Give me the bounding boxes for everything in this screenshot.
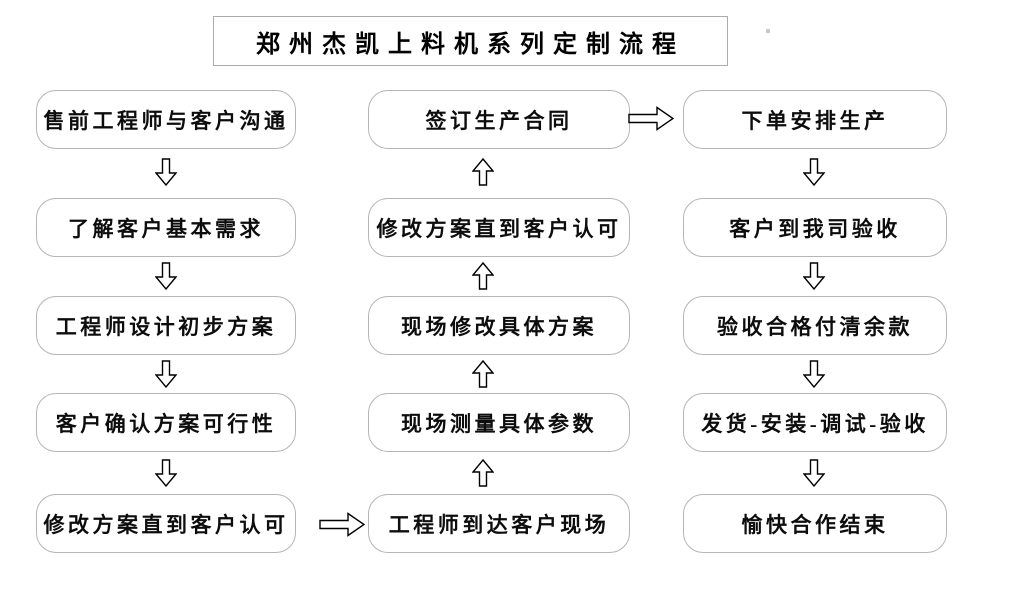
up-arrow-icon (471, 157, 495, 186)
step-middle-2: 修改方案直到客户认可 (368, 198, 630, 257)
down-arrow-icon (802, 158, 826, 187)
down-arrow-icon (802, 459, 826, 488)
right-arrow-icon (628, 105, 675, 132)
down-arrow-icon (154, 262, 178, 291)
step-middle-5: 工程师到达客户现场 (368, 494, 630, 553)
right-arrow-icon (319, 511, 366, 538)
stray-mark (766, 29, 770, 33)
step-right-3: 验收合格付清余款 (683, 296, 947, 355)
step-right-5: 愉快合作结束 (683, 494, 947, 553)
step-right-2: 客户到我司验收 (683, 198, 947, 257)
step-middle-3: 现场修改具体方案 (368, 296, 630, 355)
step-left-1: 售前工程师与客户沟通 (36, 90, 296, 149)
down-arrow-icon (802, 360, 826, 389)
step-right-4: 发货-安装-调试-验收 (683, 393, 947, 452)
up-arrow-icon (471, 458, 495, 487)
step-left-2: 了解客户基本需求 (36, 198, 296, 257)
step-middle-4: 现场测量具体参数 (368, 393, 630, 452)
down-arrow-icon (154, 158, 178, 187)
step-right-1: 下单安排生产 (683, 90, 947, 149)
down-arrow-icon (154, 360, 178, 389)
down-arrow-icon (802, 262, 826, 291)
up-arrow-icon (471, 261, 495, 290)
flowchart-title: 郑州杰凯上料机系列定制流程 (213, 16, 728, 66)
step-left-5: 修改方案直到客户认可 (36, 494, 296, 553)
step-left-4: 客户确认方案可行性 (36, 393, 296, 452)
down-arrow-icon (154, 459, 178, 488)
up-arrow-icon (471, 359, 495, 388)
step-left-3: 工程师设计初步方案 (36, 296, 296, 355)
step-middle-1: 签订生产合同 (368, 90, 630, 149)
